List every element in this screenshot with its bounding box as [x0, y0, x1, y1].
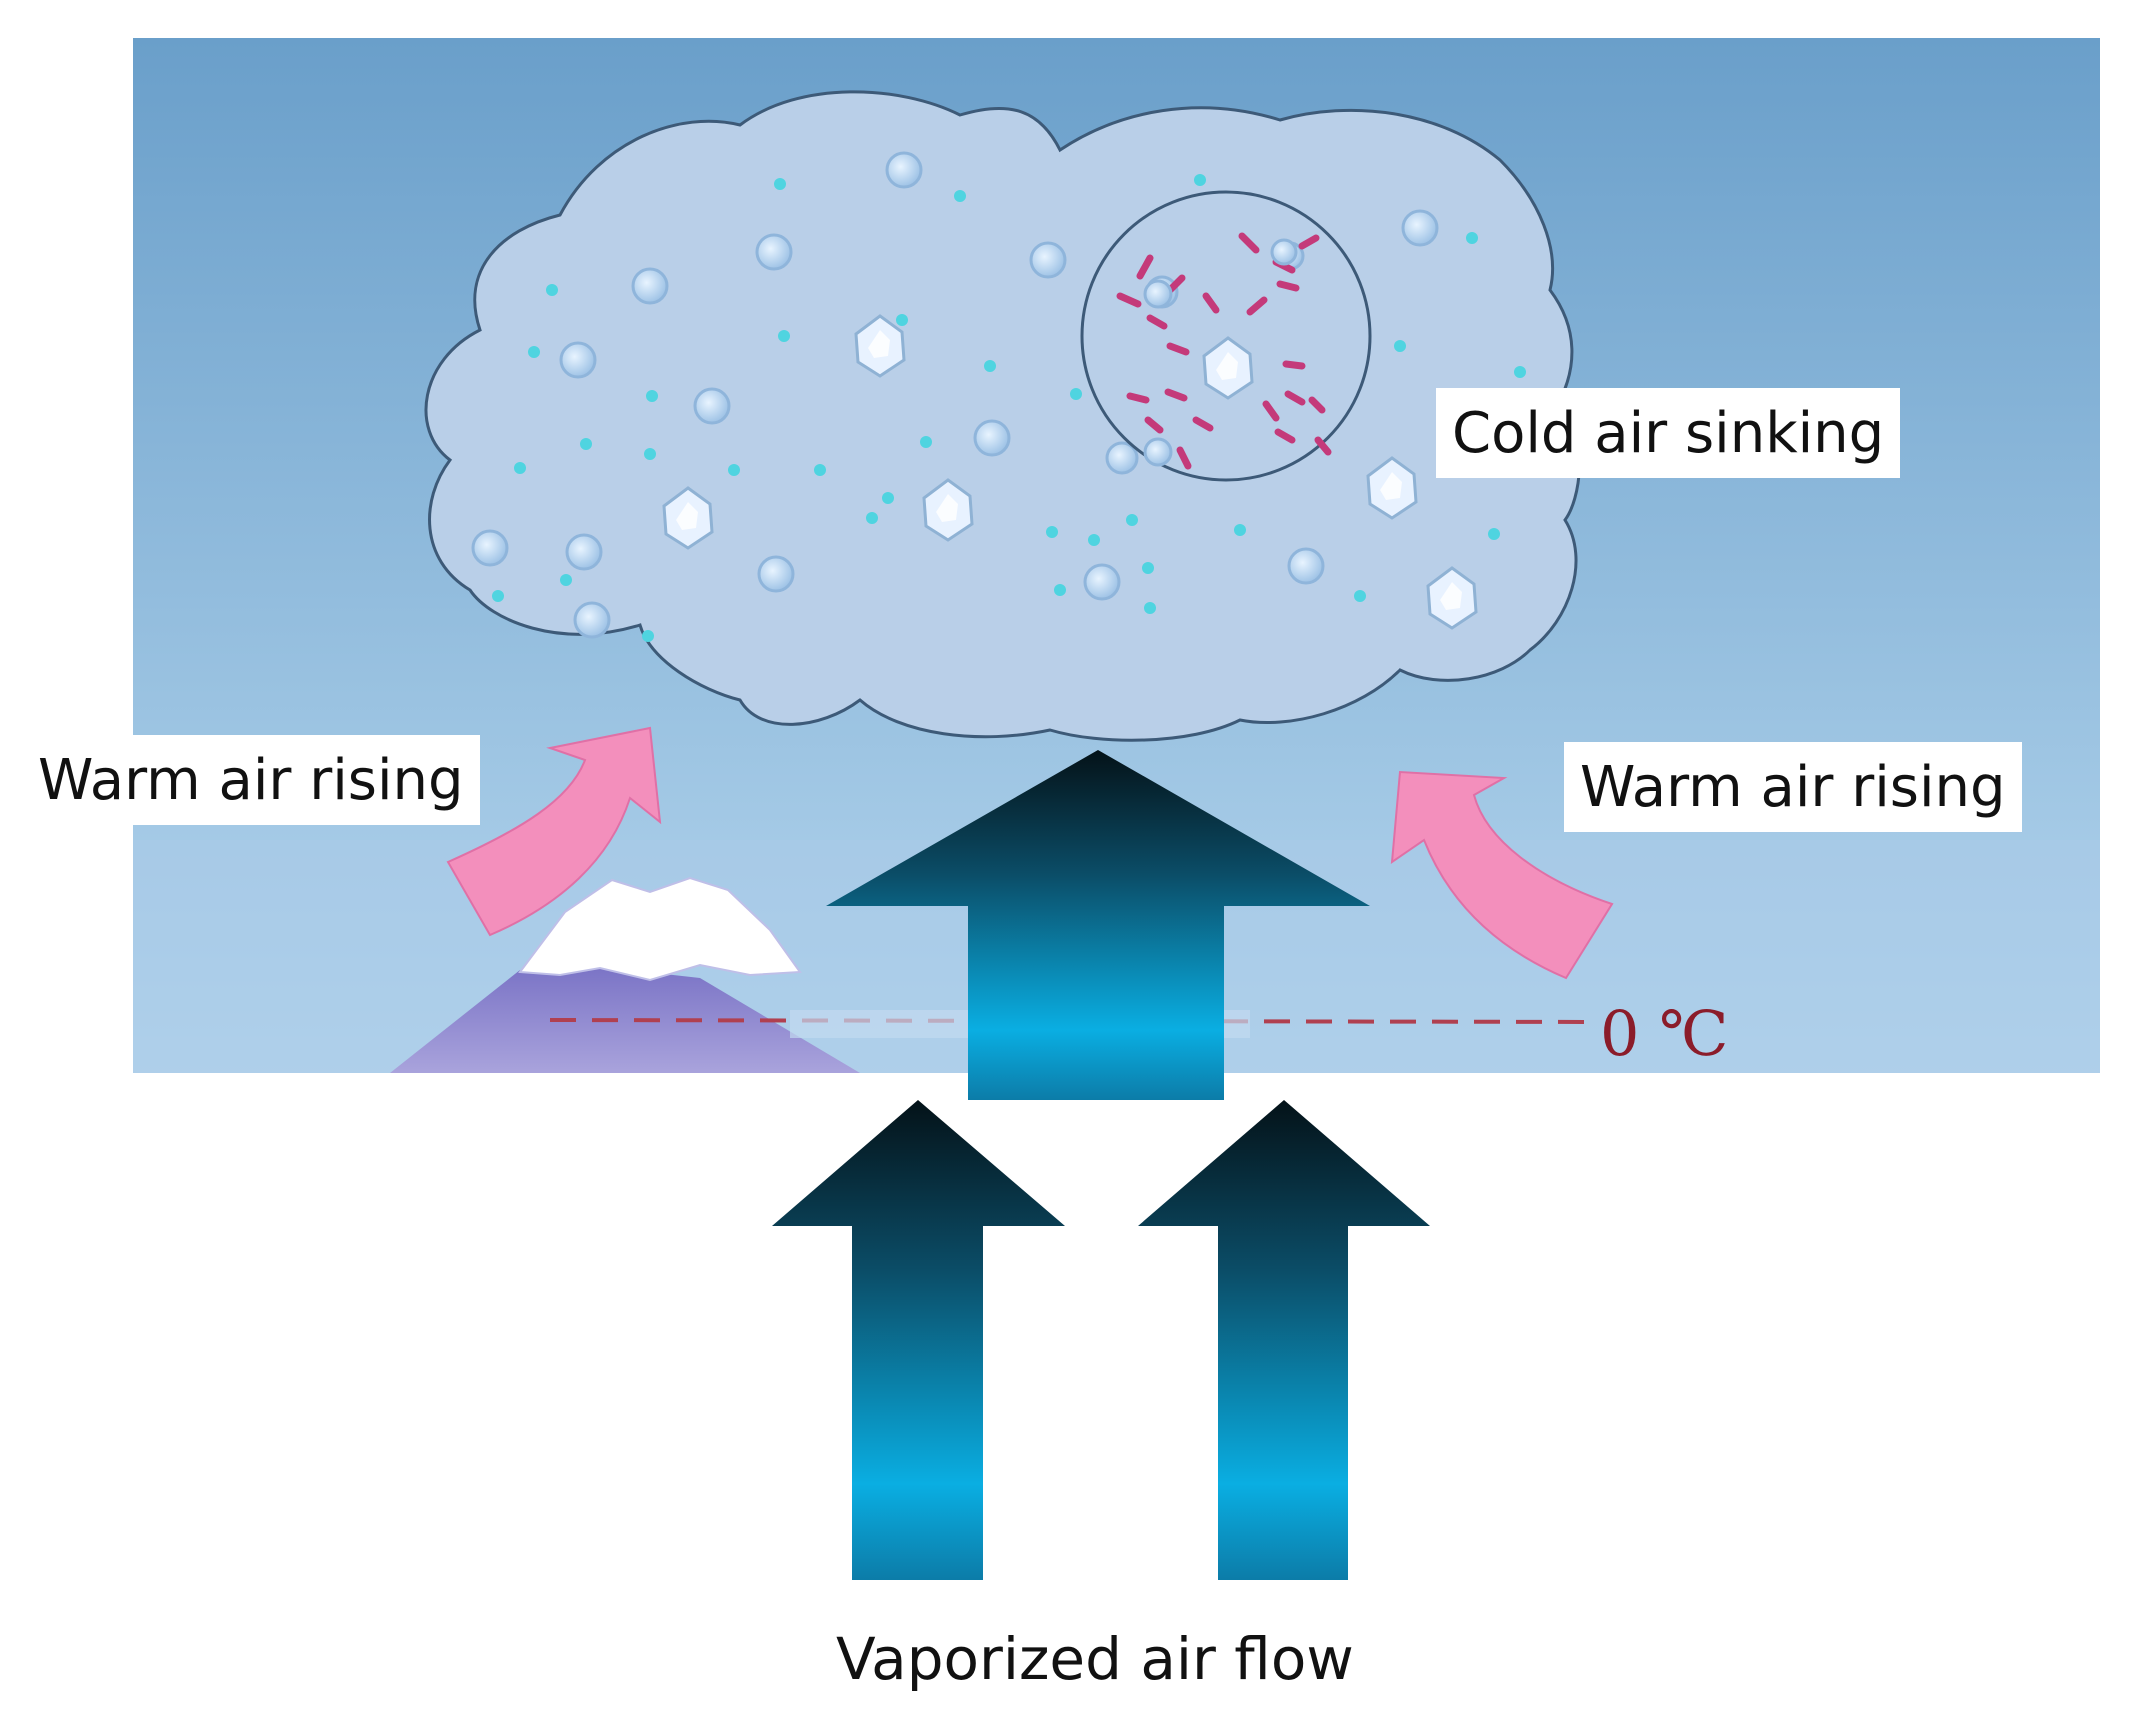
cold-air-sinking-label: Cold air sinking	[1436, 388, 1901, 478]
droplet-icon	[471, 151, 1439, 639]
vapor-dots	[492, 174, 1526, 642]
vaporized-air-flow-label: Vaporized air flow	[836, 1625, 1354, 1693]
snow-crystal-icon	[1080, 190, 1372, 482]
warm-air-arrow-left	[446, 726, 662, 937]
freezing-level-label: 0 ℃	[1600, 997, 1729, 1070]
warm-air-rising-left-label: Warm air rising	[22, 735, 480, 825]
vapor-arrow-center	[826, 750, 1370, 1100]
mountain-icon	[390, 876, 860, 1073]
warm-air-arrow-right	[1390, 770, 1614, 980]
warm-air-rising-right-label: Warm air rising	[1564, 742, 2022, 832]
vapor-arrow-left	[772, 1100, 1065, 1580]
vapor-arrow-right	[1138, 1100, 1430, 1580]
